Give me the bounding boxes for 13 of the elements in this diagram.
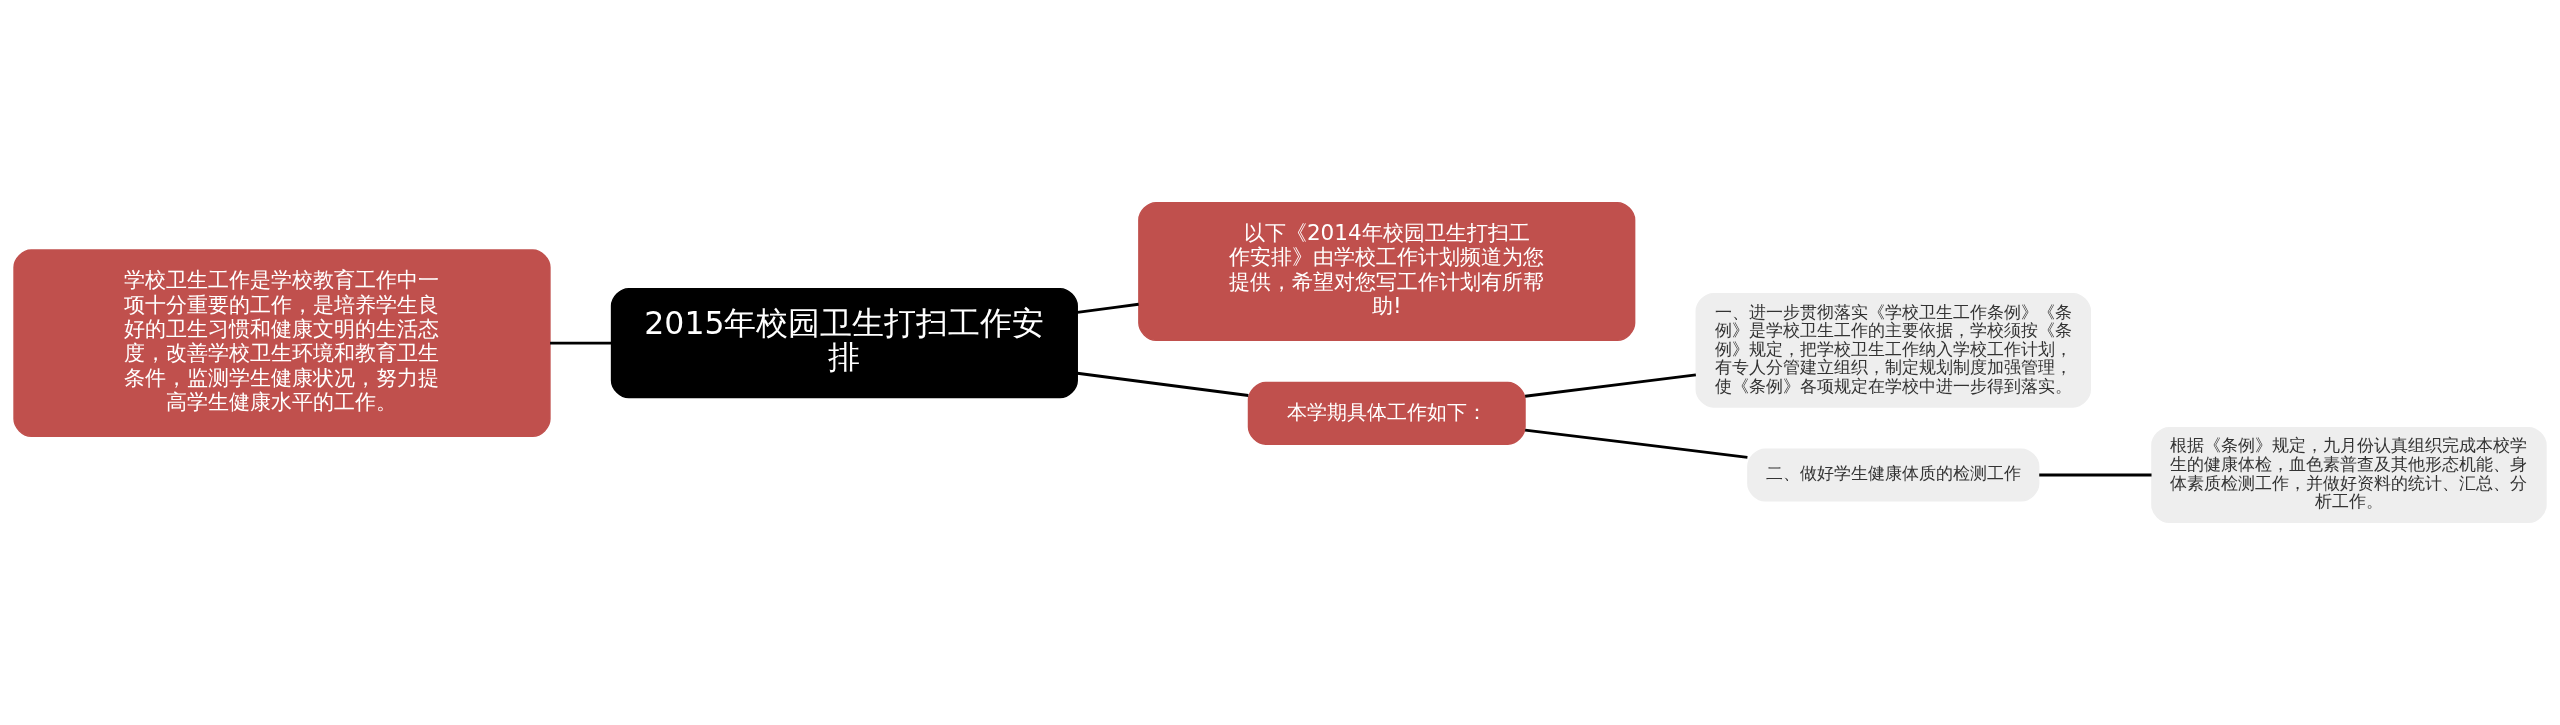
node-box: 学校卫生工作是学校教育工作中一项十分重要的工作，是培养学生良好的卫生习惯和健康文明的生活态度，改善学校卫生环境和教育卫生条件，监测学生健康状况，努力提高学生健康水平的工作。 <box>13 249 551 437</box>
connector <box>1077 302 1139 314</box>
connector <box>550 341 612 345</box>
node-box: 一、进一步贯彻落实《学校卫生工作条例》《条例》是学校卫生工作的主要依据，学校须按《条例》规定，把学校卫生工作纳入学校工作计划，有专人分管建立组织，制定规划制度加强管理，使《条例》各项规定在学校中进一步得到落实。 <box>1695 293 2092 408</box>
connector <box>1524 428 1748 459</box>
connector <box>2039 473 2152 477</box>
node-box: 本学期具体工作如下： <box>1247 381 1526 445</box>
node-box: 2015年校园卫生打扫工作安排 <box>610 288 1078 399</box>
node-box: 根据《条例》规定，九月份认真组织完成本校学生的健康体检，血色素普查及其他形态机能、身体素质检测工作，并做好资料的统计、汇总、分析工作。 <box>2151 427 2547 523</box>
connector <box>1524 373 1697 398</box>
node-box: 以下《2014年校园卫生打扫工作安排》由学校工作计划频道为您提供，希望对您写工作计划有所帮助! <box>1138 202 1636 341</box>
connector <box>1077 371 1249 397</box>
node-box: 二、做好学生健康体质的检测工作 <box>1747 448 2040 502</box>
